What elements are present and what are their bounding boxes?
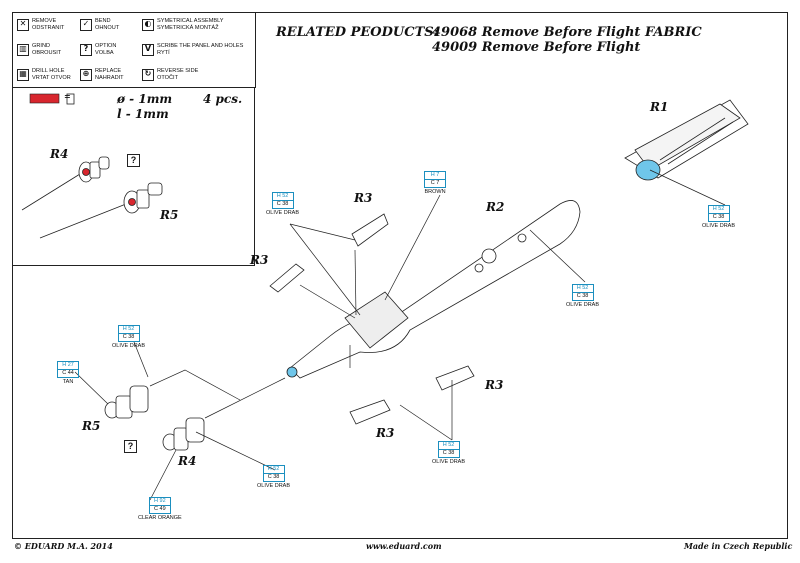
reverse-icon: ↻ <box>142 68 154 81</box>
inset-pin-symbol <box>66 93 75 105</box>
inset-r5-pin <box>39 182 163 239</box>
legend-item-drill: ▦DRILL HOLE VRTAT OTVOR <box>12 62 75 87</box>
legend-item-label: BEND OHNOUT <box>95 18 120 31</box>
related-product-2: 49009 Remove Before Flight <box>432 40 641 55</box>
footer-website[interactable]: www.eduard.com <box>366 541 442 551</box>
scribe-icon: V <box>142 43 154 56</box>
inset-quantity: 4 pcs. <box>203 92 243 106</box>
footer-copyright: © EDUARD M.A. 2014 <box>14 541 113 551</box>
part-r3-plates <box>269 213 475 425</box>
part-r4-pin <box>162 417 205 451</box>
legend-item-symmetrical: ◐SYMETRICAL ASSEMBLY SYMETRICKÁ MONTÁŽ <box>137 12 256 37</box>
label-r3-bottom: R3 <box>376 426 395 440</box>
legend-item-label: SCRIBE THE PANEL AND HOLES RYTÍ <box>157 43 244 56</box>
leader-lines <box>74 169 726 501</box>
inset-r4-pin <box>21 156 110 211</box>
label-r2: R2 <box>486 200 505 214</box>
inset-label-r5: R5 <box>160 208 179 222</box>
inset-red-part <box>29 93 60 104</box>
label-r5: R5 <box>82 419 101 433</box>
label-r4: R4 <box>178 454 197 468</box>
bend-icon: ✓ <box>80 18 92 31</box>
label-r1: R1 <box>650 100 669 114</box>
legend-item-label: REMOVE ODSTRANIT <box>32 18 65 31</box>
replace-icon: ⊕ <box>80 68 92 81</box>
drill-icon: ▦ <box>17 68 29 81</box>
part-r2-body <box>286 200 581 379</box>
label-r3-right: R3 <box>485 378 504 392</box>
inset-label-r4: R4 <box>50 147 69 161</box>
sheet-frame <box>12 12 788 539</box>
legend-item-remove: ✕REMOVE ODSTRANIT <box>12 12 75 37</box>
legend-item-label: REPLACE NAHRADIT <box>95 68 124 81</box>
legend-item-label: GRIND OBROUSIT <box>32 43 62 56</box>
legend-item-replace: ⊕REPLACE NAHRADIT <box>75 62 137 87</box>
remove-icon: ✕ <box>17 18 29 31</box>
grind-icon: ▥ <box>17 43 29 56</box>
related-product-1: 49068 Remove Before Flight FABRIC <box>432 25 702 40</box>
symmetrical-icon: ◐ <box>142 18 154 31</box>
legend-item-option: ?OPTION VOLBA <box>75 37 137 62</box>
symbol-legend: ✕REMOVE ODSTRANIT✓BEND OHNOUT◐SYMETRICAL… <box>12 12 256 88</box>
legend-item-bend: ✓BEND OHNOUT <box>75 12 137 37</box>
inset-diameter: ø - 1mm <box>117 92 173 106</box>
legend-item-label: SYMETRICAL ASSEMBLY SYMETRICKÁ MONTÁŽ <box>157 18 224 31</box>
legend-item-label: REVERSE SIDE OTOČIT <box>157 68 199 81</box>
inset-length: l - 1mm <box>117 107 169 121</box>
legend-item-reverse: ↻REVERSE SIDE OTOČIT <box>137 62 256 87</box>
part-r5-pin <box>104 385 149 419</box>
option-icon: ? <box>80 43 92 56</box>
footer-origin: Made in Czech Republic <box>684 541 793 551</box>
label-r3-top: R3 <box>354 191 373 205</box>
related-products-label: RELATED PEODUCTS: <box>276 25 439 40</box>
legend-item-label: DRILL HOLE VRTAT OTVOR <box>32 68 71 81</box>
legend-item-grind: ▥GRIND OBROUSIT <box>12 37 75 62</box>
part-r1-cradle <box>624 99 749 181</box>
inset-option-icon: ? <box>127 154 140 167</box>
main-option-icon: ? <box>124 440 137 453</box>
label-r3-left: R3 <box>250 253 269 267</box>
inset-equals: = <box>64 91 71 101</box>
detail-inset <box>12 88 255 266</box>
legend-item-label: OPTION VOLBA <box>95 43 117 56</box>
